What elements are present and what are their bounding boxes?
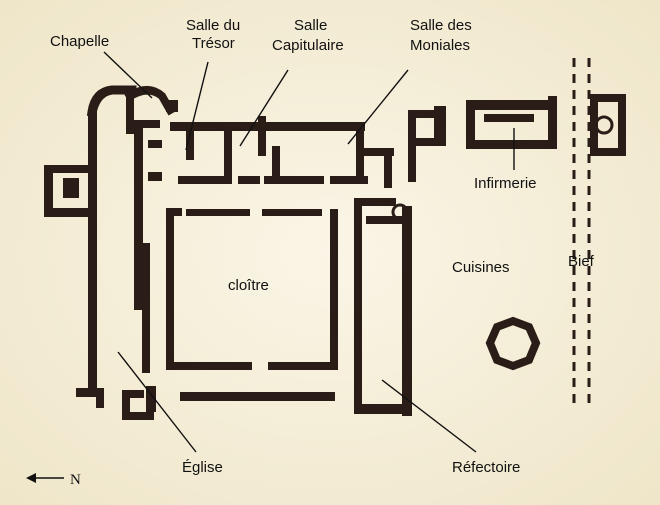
- label-moniales-line2: Moniales: [410, 37, 470, 54]
- well: [485, 316, 541, 371]
- walls: [44, 85, 626, 420]
- label-refectoire: Réfectoire: [452, 459, 520, 476]
- label-capitulaire-line2: Capitulaire: [272, 37, 344, 54]
- label-tresor-line1: Salle du: [186, 17, 240, 34]
- label-chapelle: Chapelle: [50, 33, 109, 50]
- label-moniales-line1: Salle des: [410, 17, 472, 34]
- label-tresor-line2: Trésor: [192, 35, 235, 52]
- north-arrow: N: [26, 472, 81, 488]
- label-cloitre: cloître: [228, 277, 269, 294]
- label-eglise: Église: [182, 459, 223, 476]
- label-capitulaire-line1: Salle: [294, 17, 327, 34]
- leader-eglise: [117, 351, 197, 453]
- label-infirmerie: Infirmerie: [474, 175, 537, 192]
- leader-moniales: [347, 69, 409, 145]
- leader-chapelle: [103, 51, 153, 99]
- leader-refectoire: [381, 379, 477, 453]
- label-bief: Bief: [568, 253, 595, 270]
- north-letter: N: [70, 472, 81, 488]
- leader-tresor: [185, 61, 209, 151]
- label-cuisines: Cuisines: [452, 259, 510, 276]
- leader-capitulaire: [239, 69, 289, 147]
